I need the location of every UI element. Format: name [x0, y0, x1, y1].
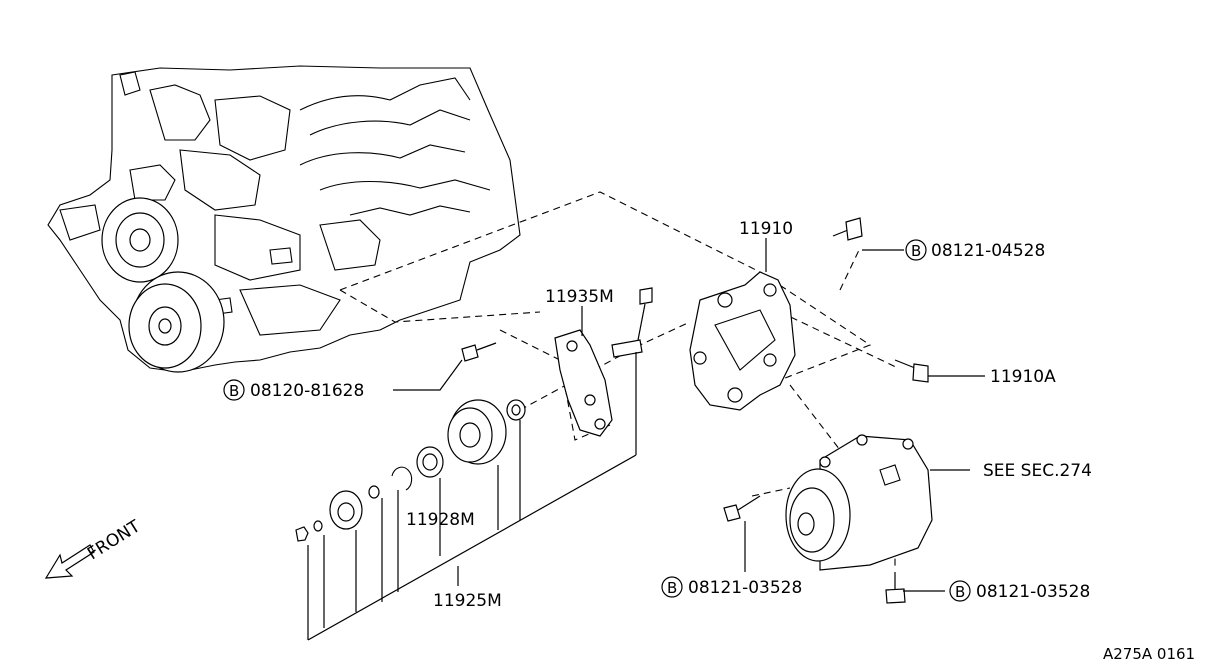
label-bearing: 11928M [406, 510, 475, 530]
compressor-illustration [785, 434, 933, 571]
label-bolt-left: B 08120-81628 [223, 379, 364, 401]
label-bolt-bottom-right: B 08121-03528 [949, 580, 1090, 602]
label-bolt-bottom: B 08121-03528 [661, 576, 802, 598]
label-bolt-bottom-right-text: 08121-03528 [976, 582, 1090, 602]
label-bolt-top-right: B 08121-04528 [905, 239, 1045, 261]
prefix-symbol: B [911, 242, 921, 260]
circled-b-icon [949, 580, 971, 602]
clutch-parts [295, 399, 637, 641]
label-front: FRONT [84, 516, 144, 564]
label-bolt-right: 11910A [990, 367, 1056, 387]
installation-outline [339, 191, 899, 568]
label-clutch-assy: 11925M [433, 591, 502, 611]
front-arrow-icon [44, 544, 95, 579]
figure-code: A275A 0161 [1103, 645, 1195, 663]
bolts [461, 217, 929, 604]
prefix-symbol: B [229, 382, 239, 400]
prefix-symbol: B [667, 579, 677, 597]
label-bolt-left-text: 08120-81628 [250, 381, 364, 401]
circled-b-icon [905, 239, 927, 261]
label-bracket: 11910 [739, 219, 793, 239]
sub-bracket [554, 287, 653, 455]
label-sub-bracket: 11935M [545, 287, 614, 307]
circled-b-icon [223, 379, 245, 401]
label-bolt-bottom-text: 08121-03528 [688, 578, 802, 598]
compressor-bracket [689, 271, 796, 411]
engine-illustration [47, 65, 521, 373]
label-bolt-top-right-text: 08121-04528 [931, 241, 1045, 261]
prefix-symbol: B [955, 583, 965, 601]
callout-leaders [393, 238, 985, 592]
circled-b-icon [661, 576, 683, 598]
label-compressor-ref: SEE SEC.274 [983, 461, 1092, 481]
